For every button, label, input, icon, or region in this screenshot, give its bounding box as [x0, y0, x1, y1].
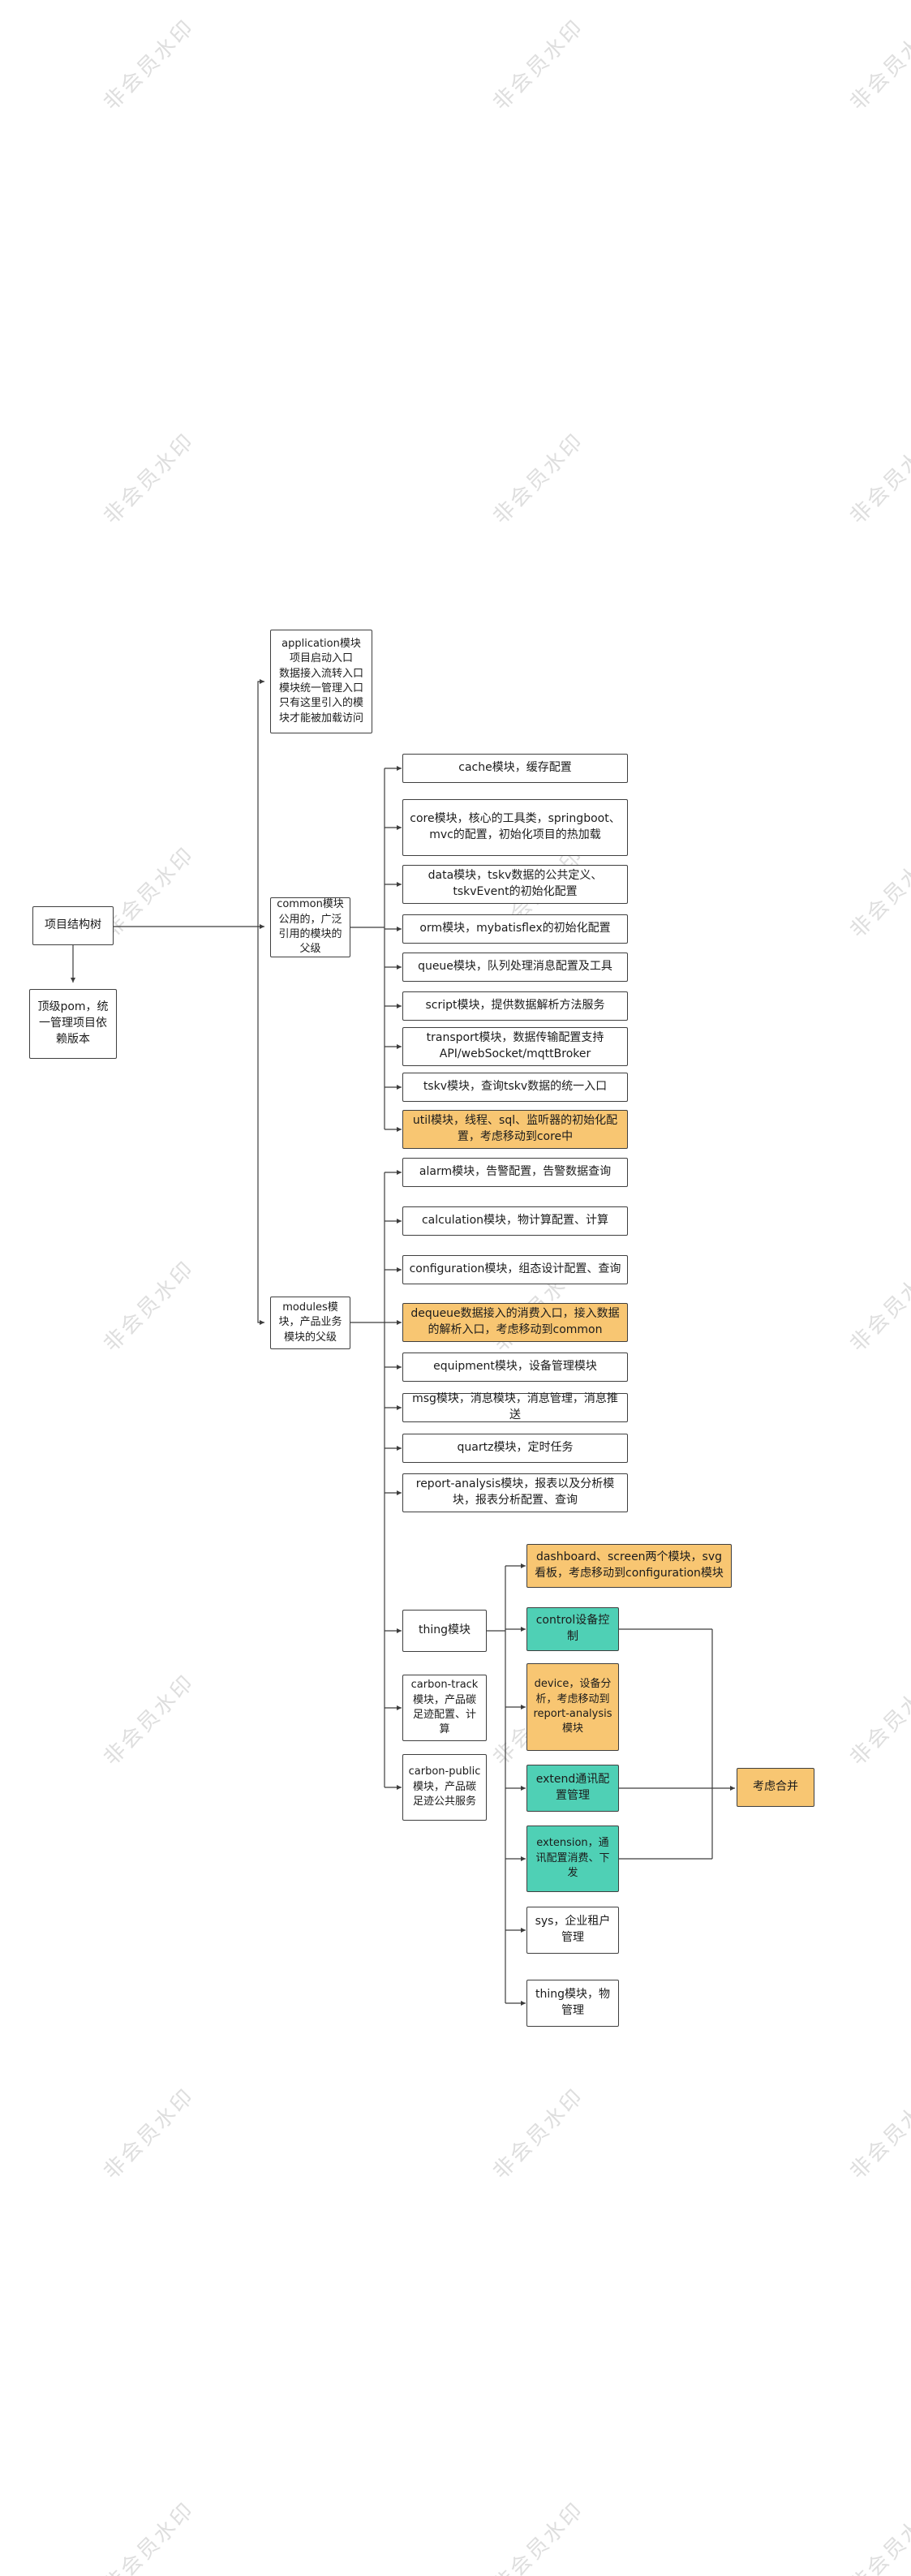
node-queue-module[interactable]: queue模块，队列处理消息配置及工具	[402, 953, 628, 982]
edges-merge	[619, 1628, 735, 1860]
node-quartz-module[interactable]: quartz模块，定时任务	[402, 1434, 628, 1463]
node-thing-module[interactable]: thing模块，物管理	[526, 1980, 619, 2027]
node-cache-module[interactable]: cache模块，缓存配置	[402, 754, 628, 783]
node-core-module[interactable]: core模块，核心的工具类，springboot、mvc的配置，初始化项目的热加…	[402, 799, 628, 856]
node-calculation-module[interactable]: calculation模块，物计算配置、计算	[402, 1206, 628, 1236]
watermark-text: 非会员水印	[488, 15, 590, 116]
watermark-text: 非会员水印	[99, 15, 200, 116]
edges-thing	[487, 1563, 526, 2006]
node-device-module[interactable]: device，设备分析，考虑移动到report-analysis模块	[526, 1663, 619, 1751]
node-modules-parent[interactable]: modules模块，产品业务模块的父级	[270, 1297, 350, 1349]
node-thing-parent-module[interactable]: thing模块	[402, 1610, 487, 1652]
node-carbon-public-module[interactable]: carbon-public模块，产品碳足迹公共服务	[402, 1754, 487, 1821]
node-extend-module[interactable]: extend通讯配置管理	[526, 1765, 619, 1812]
node-extension-module[interactable]: extension，通讯配置消费、下发	[526, 1826, 619, 1892]
node-project-structure-tree[interactable]: 项目结构树	[32, 906, 114, 945]
watermark-text: 非会员水印	[99, 2497, 200, 2576]
node-equipment-module[interactable]: equipment模块，设备管理模块	[402, 1353, 628, 1382]
node-report-analysis-module[interactable]: report-analysis模块，报表以及分析模块，报表分析配置、查询	[402, 1473, 628, 1512]
watermark-text: 非会员水印	[845, 2084, 911, 2185]
node-dashboard-screen-module[interactable]: dashboard、screen两个模块，svg看板，考虑移动到configur…	[526, 1544, 732, 1588]
node-control-module[interactable]: control设备控制	[526, 1607, 619, 1651]
node-dequeue-module[interactable]: dequeue数据接入的消费入口，接入数据的解析入口，考虑移动到common	[402, 1303, 628, 1342]
watermark-text: 非会员水印	[488, 2084, 590, 2185]
node-alarm-module[interactable]: alarm模块，告警配置，告警数据查询	[402, 1158, 628, 1187]
node-msg-module[interactable]: msg模块，消息模块，消息管理，消息推送	[402, 1392, 628, 1422]
watermark-text: 非会员水印	[99, 1256, 200, 1357]
node-util-module[interactable]: util模块，线程、sql、监听器的初始化配置，考虑移动到core中	[402, 1110, 628, 1149]
watermark-text: 非会员水印	[845, 1670, 911, 1771]
node-script-module[interactable]: script模块，提供数据解析方法服务	[402, 991, 628, 1021]
watermark-text: 非会员水印	[845, 428, 911, 530]
node-data-module[interactable]: data模块，tskv数据的公共定义、tskvEvent的初始化配置	[402, 865, 628, 904]
node-consider-merge-note[interactable]: 考虑合并	[737, 1768, 814, 1807]
watermark-text: 非会员水印	[488, 428, 590, 530]
node-tskv-module[interactable]: tskv模块，查询tskv数据的统一入口	[402, 1073, 628, 1102]
node-common-module[interactable]: common模块 公用的，广泛引用的模块的父级	[270, 897, 350, 957]
watermark-text: 非会员水印	[845, 15, 911, 116]
node-top-pom[interactable]: 顶级pom，统一管理项目依赖版本	[29, 989, 117, 1059]
edges-common	[350, 766, 402, 1132]
node-transport-module[interactable]: transport模块，数据传输配置支持API/webSocket/mqttBr…	[402, 1027, 628, 1066]
node-carbon-track-module[interactable]: carbon-track模块，产品碳足迹配置、计算	[402, 1675, 487, 1741]
node-orm-module[interactable]: orm模块，mybatisflex的初始化配置	[402, 914, 628, 944]
watermark-text: 非会员水印	[845, 1256, 911, 1357]
watermark-text: 非会员水印	[488, 2497, 590, 2576]
node-sys-module[interactable]: sys，企业租户管理	[526, 1907, 619, 1954]
watermark-text: 非会员水印	[845, 842, 911, 944]
watermark-text: 非会员水印	[99, 2084, 200, 2185]
watermark-text: 非会员水印	[99, 428, 200, 530]
edges-modules	[350, 1170, 402, 1790]
watermark-text: 非会员水印	[845, 2497, 911, 2576]
node-configuration-module[interactable]: configuration模块，组态设计配置、查询	[402, 1255, 628, 1284]
watermark-text: 非会员水印	[99, 1670, 200, 1771]
node-application-module[interactable]: application模块 项目启动入口 数据接入流转入口 模块统一管理入口只有…	[270, 630, 372, 733]
